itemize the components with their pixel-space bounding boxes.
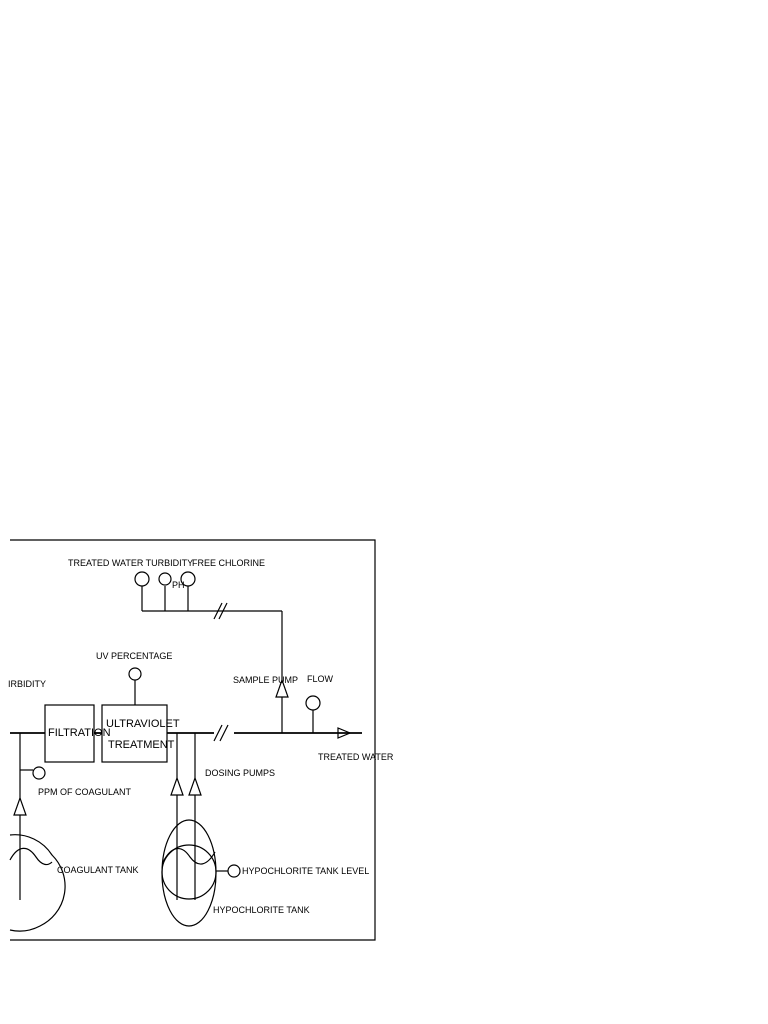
uv-percentage-sensor (128, 667, 142, 705)
hypochlorite-tank-body (161, 819, 217, 927)
hypochlorite-dosing-pump-2-icon (188, 776, 202, 796)
coagulant-dosing-pump-icon (13, 796, 27, 816)
ultraviolet-treatment-block (101, 704, 168, 763)
uv-percentage-label: UV PERCENTAGE (96, 651, 172, 661)
sampling-manifold (142, 602, 283, 680)
coagulant-tank-label: COAGULANT TANK (57, 865, 139, 875)
hypochlorite-tank-level-sensor (216, 864, 241, 878)
hypochlorite-tank-level-label: HYPOCHLORITE TANK LEVEL (242, 866, 369, 876)
coagulant-dosing-line (19, 733, 33, 900)
ph-sensor (158, 572, 172, 611)
hypochlorite-dosing-pump-1-icon (170, 776, 184, 796)
free-chlorine-label: FREE CHLORINE (192, 558, 265, 568)
raw-water-turbidity-label: IRBIDITY (8, 679, 46, 689)
ph-label: PH (172, 580, 185, 590)
main-process-line (10, 724, 362, 742)
hypochlorite-tank (161, 844, 217, 900)
treatment-label: TREATMENT (108, 739, 175, 751)
ultraviolet-label: ULTRAVIOLET (106, 718, 180, 730)
flow-sensor (305, 695, 321, 733)
coagulant-tank (9, 834, 66, 932)
ppm-of-coagulant-label: PPM OF COAGULANT (38, 787, 132, 797)
sample-pump (275, 678, 289, 733)
sample-pump-label: SAMPLE PUMP (233, 675, 298, 685)
diagram-frame (10, 539, 376, 941)
turbidity-sensor (134, 571, 150, 611)
filtration-label: FILTRATION (48, 727, 111, 739)
ppm-coagulant-sensor (32, 766, 46, 780)
treated-water-turbidity-label: TREATED WATER TURBIDITY (68, 558, 193, 568)
free-chlorine-sensor (180, 571, 196, 611)
outlet-arrow-icon (337, 727, 352, 739)
hypochlorite-dosing-lines (176, 733, 196, 900)
filtration-block (44, 704, 95, 763)
treated-water-label: TREATED WATER (318, 752, 394, 762)
hypochlorite-tank-label: HYPOCHLORITE TANK (213, 905, 310, 915)
hypochlorite-tank-liquid-level (162, 848, 216, 865)
dosing-pumps-label: DOSING PUMPS (205, 768, 275, 778)
flow-label: FLOW (307, 674, 334, 684)
